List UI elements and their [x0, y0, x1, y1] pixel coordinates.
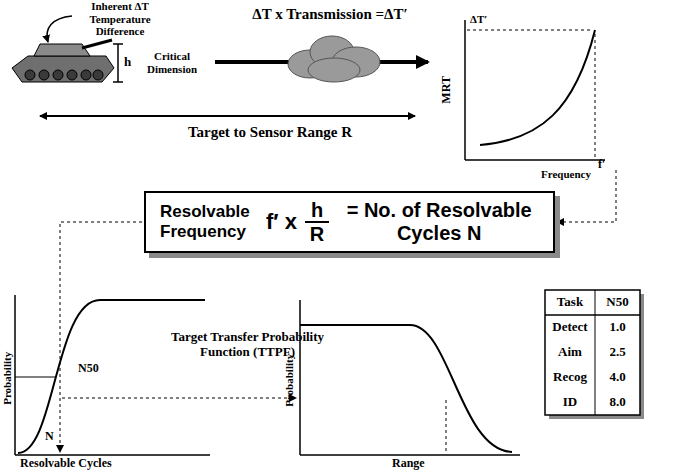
axis-title: Frequency	[541, 168, 591, 181]
equation-term: = No. of Resolvable Cycles N	[339, 199, 539, 245]
denominator: R	[310, 223, 324, 245]
dimension-label: Critical Dimension	[134, 50, 210, 75]
tank	[12, 40, 114, 82]
axis-value: f′	[598, 158, 605, 172]
table-cell: 1.0	[595, 315, 640, 340]
axis-value: N	[45, 430, 54, 444]
ttpf-chart	[15, 295, 296, 455]
table-cell: ID	[545, 390, 595, 415]
range-chart	[300, 300, 520, 455]
axis-value: N50	[78, 362, 99, 376]
range-label: Target to Sensor Range R	[80, 124, 460, 141]
equation-term: Resolvable Frequency	[160, 202, 260, 241]
mrt-chart	[465, 20, 605, 160]
task-table	[545, 290, 644, 419]
equation-box: Resolvable Frequencyf′ xhR= No. of Resol…	[144, 191, 555, 253]
table-cell: 4.0	[595, 365, 640, 390]
function-title: Target Transfer Probability Function (TT…	[160, 330, 335, 360]
equation-text: ΔT x Transmission =ΔT′	[212, 6, 448, 23]
dimension-bar	[113, 44, 123, 82]
range-arrow	[40, 115, 415, 117]
axis-title: Resolvable Cycles	[20, 457, 112, 471]
axis-title: Probability	[283, 354, 296, 407]
axis-value: ΔT′	[470, 13, 487, 26]
table-cell: Detect	[545, 315, 595, 340]
numerator: h	[305, 199, 329, 223]
callout-text: Inherent ΔT Temperature Difference	[68, 0, 172, 38]
pointer-arrow	[47, 16, 72, 42]
table-cell: 8.0	[595, 390, 640, 415]
cloud	[288, 36, 380, 82]
fraction: hR	[305, 199, 329, 245]
table-cell: 2.5	[595, 340, 640, 365]
dimension-label: h	[124, 55, 131, 70]
guide-line	[60, 222, 142, 452]
table-cell: Aim	[545, 340, 595, 365]
table-header: Task	[545, 290, 595, 315]
equation-term: f′ x	[266, 209, 297, 235]
table-cell: Recog	[545, 365, 595, 390]
axis-title: MRT	[440, 76, 454, 104]
axis-title: Probability	[1, 352, 14, 405]
axis-title: Range	[392, 457, 425, 471]
table-header: N50	[595, 290, 640, 315]
